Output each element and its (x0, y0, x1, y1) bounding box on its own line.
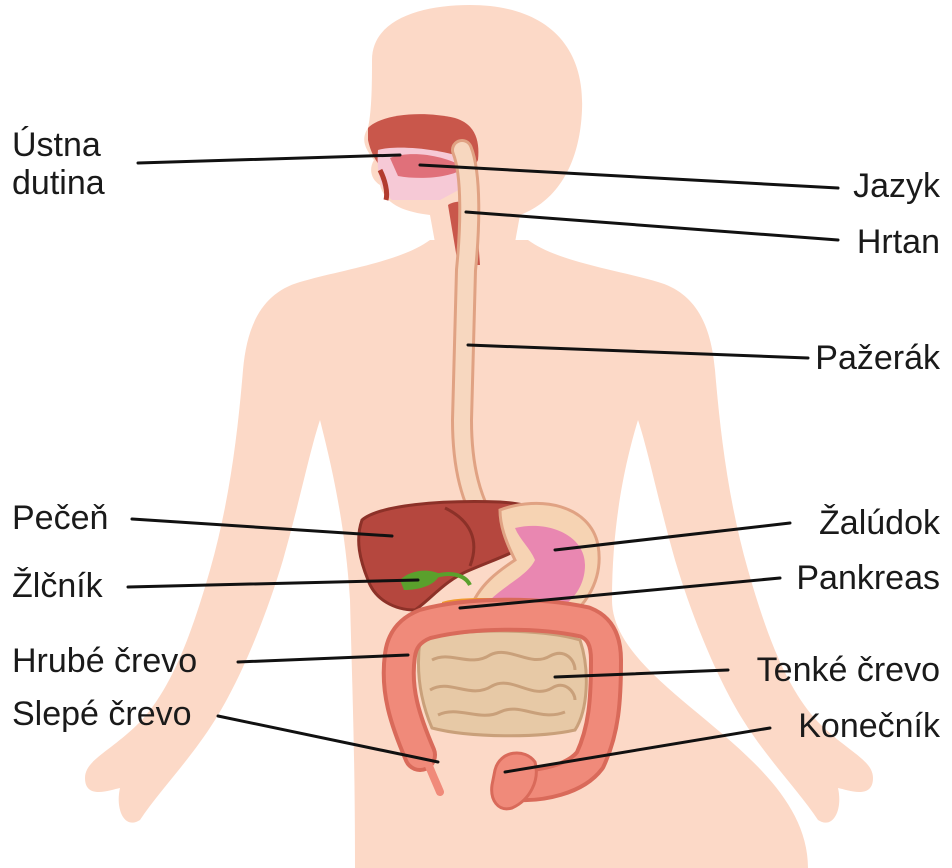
label-stomach: Žalúdok (819, 505, 940, 541)
label-larynx: Hrtan (857, 224, 940, 260)
label-tongue: Jazyk (853, 168, 940, 204)
label-gallbladder: Žlčník (12, 568, 103, 604)
label-small-intestine: Tenké črevo (757, 652, 940, 688)
label-rectum: Konečník (798, 708, 940, 744)
label-pancreas: Pankreas (796, 560, 940, 596)
label-esophagus: Pažerák (815, 340, 940, 376)
label-mouth-line2: dutina (12, 165, 105, 201)
label-appendix: Slepé črevo (12, 696, 192, 732)
label-large-intestine: Hrubé črevo (12, 643, 197, 679)
leader-mouth (138, 155, 400, 163)
label-mouth-line1: Ústna (12, 127, 101, 163)
body-silhouette (85, 5, 873, 868)
label-liver: Pečeň (12, 500, 108, 536)
leader-larynx (466, 212, 838, 240)
